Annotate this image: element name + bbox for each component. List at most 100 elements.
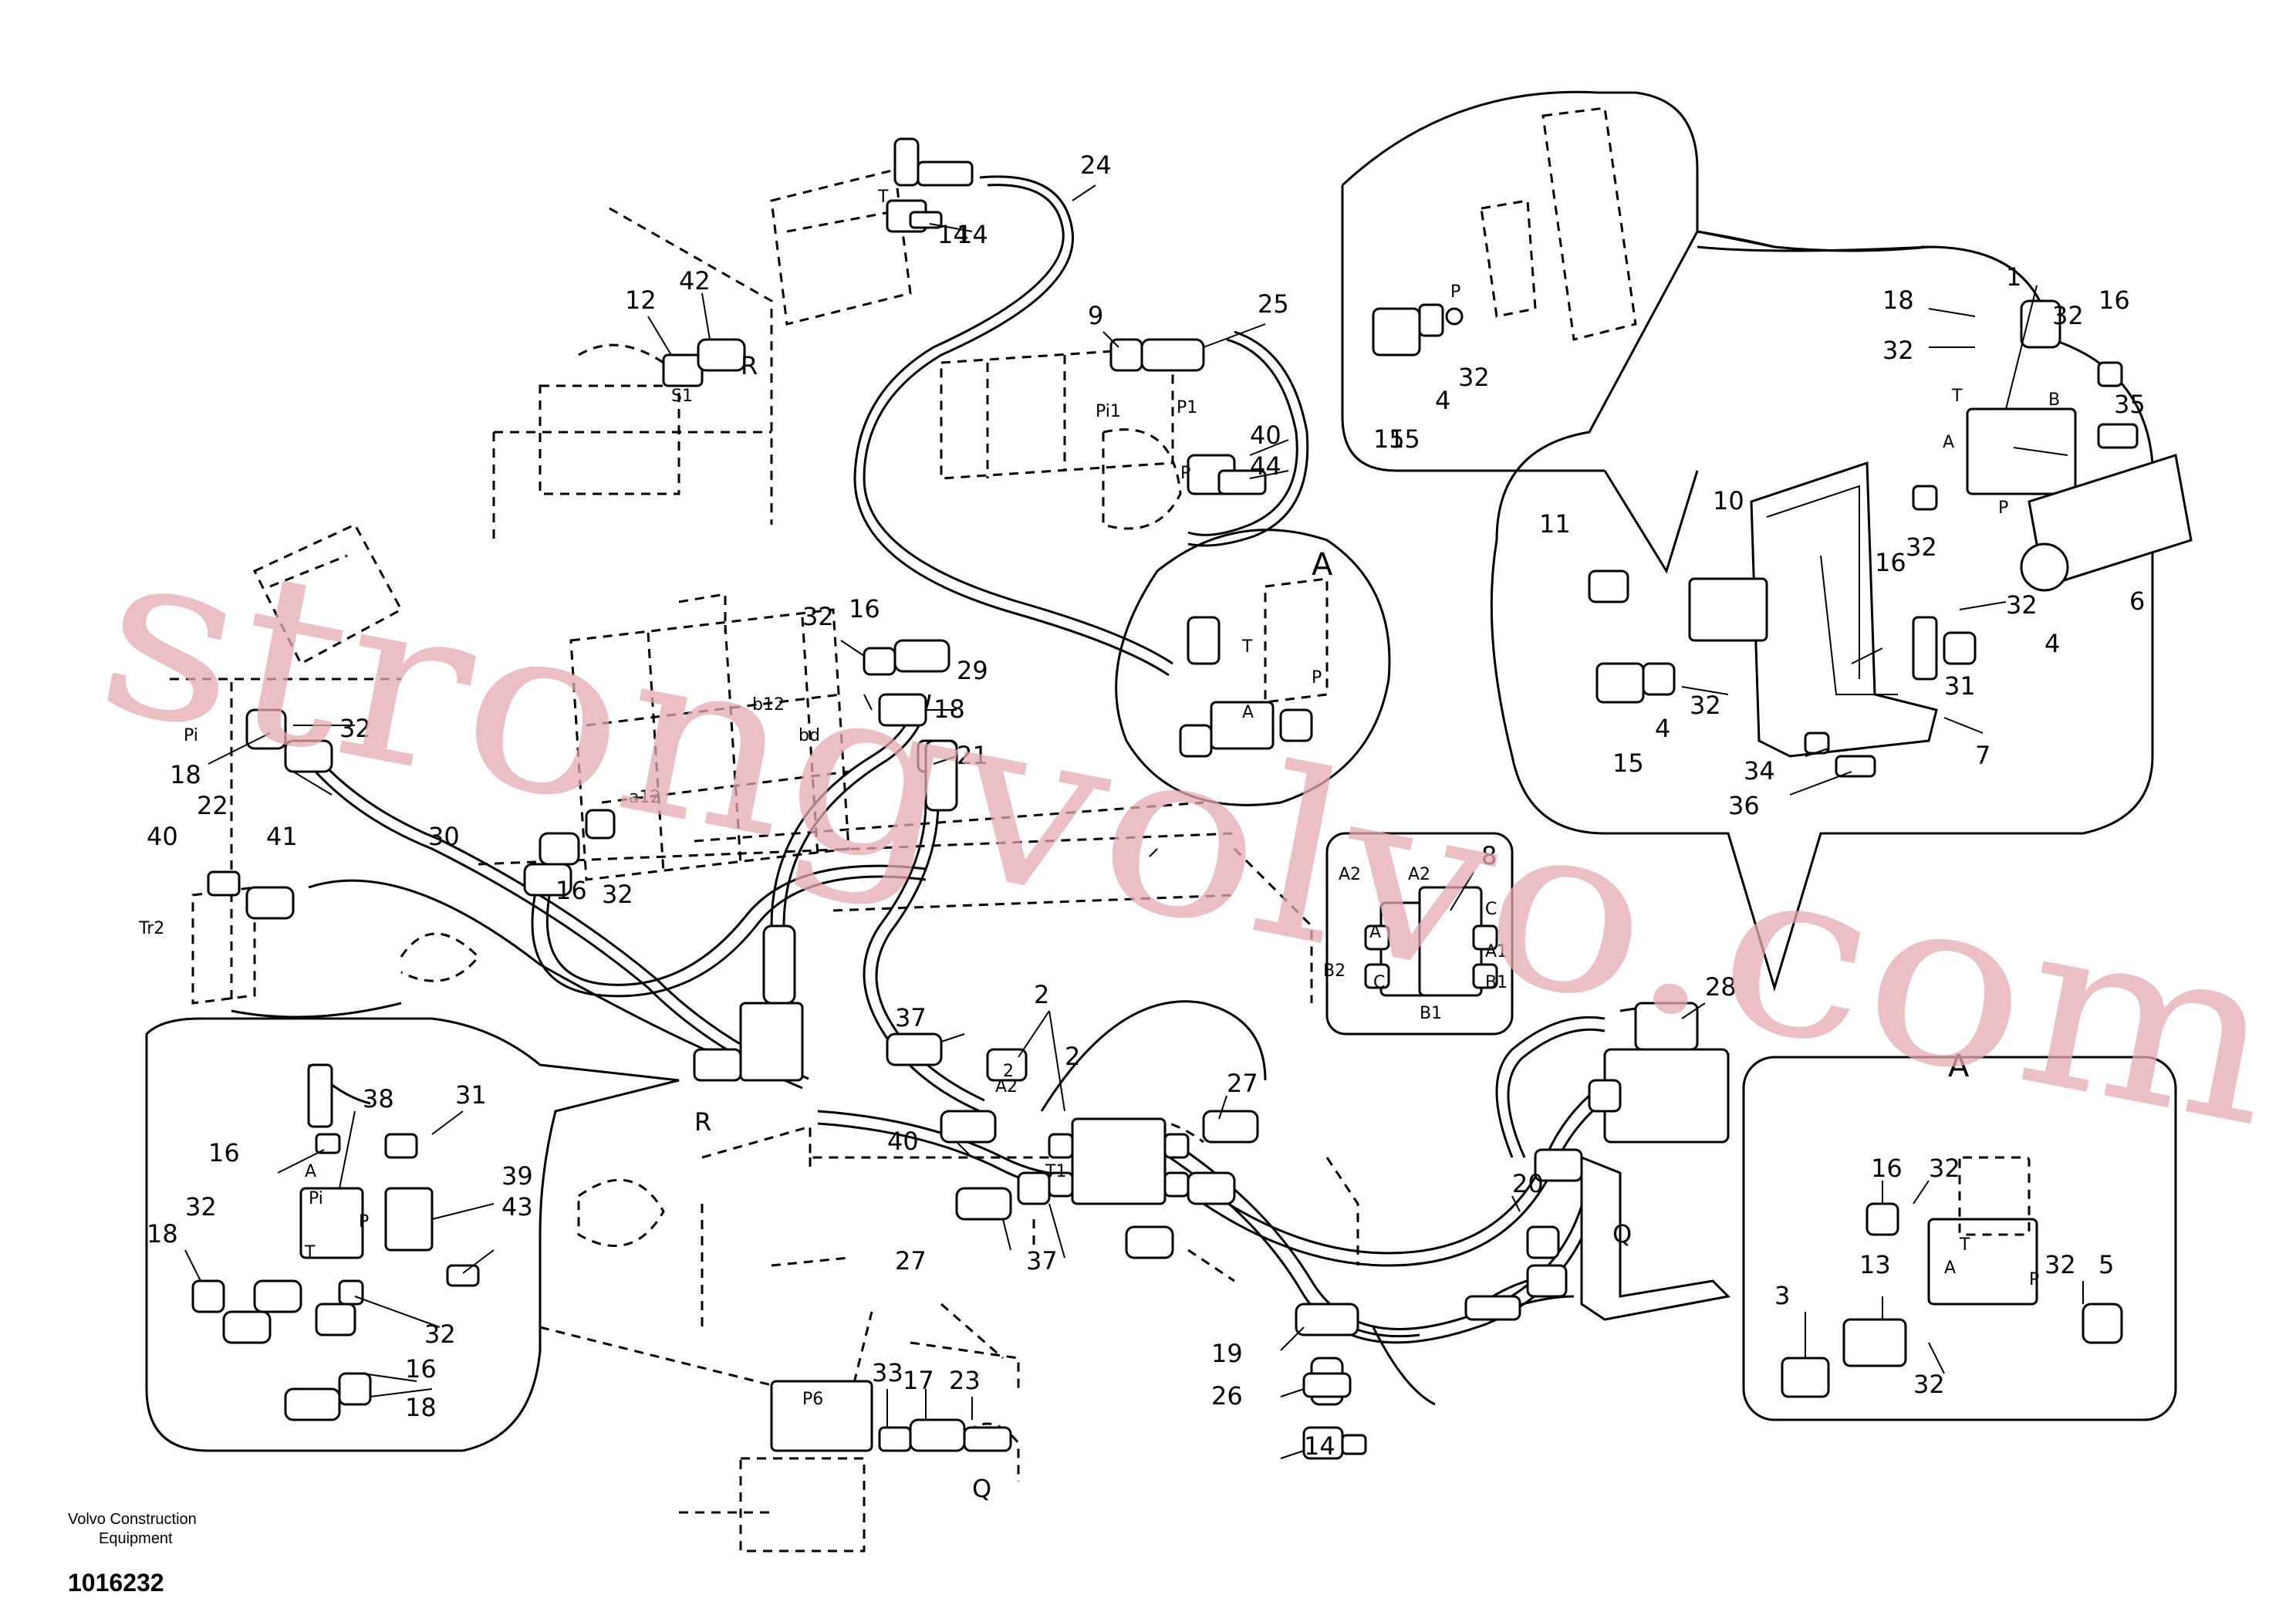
- part-label-44: 44: [1250, 451, 1281, 481]
- svg-text:A: A: [305, 1162, 316, 1181]
- svg-text:18: 18: [170, 760, 201, 789]
- part-label-35: 35: [2114, 390, 2146, 419]
- svg-text:B2: B2: [1323, 961, 1346, 981]
- svg-text:b12: b12: [752, 695, 785, 715]
- svg-text:32: 32: [2006, 590, 2038, 620]
- part-label-38: 38: [363, 1084, 394, 1113]
- svg-text:18: 18: [147, 1219, 178, 1249]
- part-number-labels: 1 2 3 4 5 6 7 8 9 10 11 12 13 14 15 16 1…: [147, 150, 2146, 1461]
- svg-text:18: 18: [934, 694, 965, 724]
- svg-text:P: P: [2029, 1270, 2039, 1289]
- svg-text:T: T: [877, 188, 889, 207]
- svg-text:32: 32: [802, 602, 834, 631]
- svg-text:T1: T1: [1045, 1162, 1066, 1181]
- svg-text:Q: Q: [1612, 1219, 1632, 1249]
- svg-text:40: 40: [887, 1127, 919, 1156]
- svg-text:16: 16: [2098, 286, 2130, 315]
- part-label-14: 14: [957, 220, 988, 249]
- part-label-6: 6: [2129, 586, 2145, 616]
- part-label-13: 13: [1859, 1250, 1891, 1279]
- svg-text:A: A: [1242, 703, 1254, 722]
- svg-text:32: 32: [424, 1320, 456, 1349]
- detail-A-circle: [1115, 529, 1391, 806]
- svg-text:16: 16: [1871, 1154, 1903, 1183]
- svg-text:32: 32: [1882, 336, 1914, 365]
- svg-text:P: P: [1180, 464, 1190, 483]
- part-label-20: 20: [1512, 1169, 1544, 1198]
- svg-text:T: T: [1959, 1235, 1970, 1255]
- svg-text:40: 40: [147, 822, 178, 851]
- svg-text:R: R: [741, 351, 758, 380]
- svg-text:15: 15: [1612, 748, 1644, 778]
- svg-text:27: 27: [895, 1246, 927, 1276]
- svg-text:14: 14: [937, 220, 969, 249]
- svg-text:B1: B1: [1485, 973, 1508, 992]
- part-label-42: 42: [679, 266, 711, 296]
- svg-text:A: A: [1944, 1259, 1956, 1278]
- part-label-3: 3: [1774, 1281, 1790, 1310]
- part-label-15: 15: [1373, 424, 1405, 454]
- callout-bubble-top: [1341, 90, 1699, 574]
- svg-text:16: 16: [208, 1138, 240, 1168]
- svg-text:C: C: [1485, 900, 1497, 919]
- svg-text:A2: A2: [995, 1077, 1018, 1097]
- svg-text:4: 4: [2044, 629, 2060, 658]
- svg-text:14: 14: [1304, 1431, 1335, 1461]
- part-label-5: 5: [2098, 1250, 2114, 1279]
- svg-text:32: 32: [1929, 1154, 1960, 1183]
- part-label-36: 36: [1728, 791, 1760, 820]
- part-label-1: 1: [2006, 262, 2021, 292]
- svg-text:32: 32: [2052, 301, 2084, 330]
- svg-text:37: 37: [1026, 1246, 1058, 1276]
- part-label-12: 12: [625, 286, 657, 315]
- svg-text:32: 32: [1690, 691, 1721, 720]
- svg-text:a12: a12: [629, 788, 660, 807]
- svg-text:2: 2: [1065, 1042, 1080, 1071]
- part-label-33: 33: [872, 1358, 903, 1387]
- svg-text:A: A: [1943, 433, 1954, 452]
- svg-text:P: P: [1312, 668, 1322, 688]
- svg-text:32: 32: [1913, 1370, 1945, 1399]
- control-valve-block: [191, 593, 850, 1005]
- part-label-37: 37: [895, 1003, 927, 1032]
- port-labels: R S1 T Pi1 P1 P A T A P Pi Tr2 b12 bd a1…: [138, 188, 2060, 1503]
- part-label-41: 41: [266, 822, 298, 851]
- part-label-22: 22: [197, 791, 228, 820]
- svg-text:C: C: [1373, 973, 1385, 992]
- part-label-32: 32: [339, 714, 371, 743]
- part-label-23: 23: [949, 1366, 981, 1395]
- part-label-17: 17: [903, 1366, 934, 1395]
- part-label-16: 16: [849, 594, 880, 623]
- part-label-9: 9: [1088, 301, 1103, 330]
- part-label-19: 19: [1211, 1339, 1243, 1368]
- svg-text:T: T: [1951, 387, 1963, 406]
- detail-8-box: [1325, 832, 1514, 1036]
- part-label-18: 18: [1882, 286, 1914, 315]
- svg-text:Tr2: Tr2: [138, 919, 164, 938]
- svg-text:A2: A2: [1339, 865, 1361, 884]
- svg-text:A2: A2: [1408, 865, 1430, 884]
- part-label-31: 31: [1944, 671, 1976, 701]
- svg-text:T: T: [1241, 637, 1253, 657]
- svg-text:S1: S1: [671, 387, 693, 406]
- part-label-30: 30: [428, 822, 460, 851]
- svg-text:18: 18: [405, 1393, 437, 1422]
- svg-text:bd: bd: [799, 726, 820, 745]
- part-label-7: 7: [1975, 741, 1990, 770]
- svg-text:32: 32: [185, 1192, 217, 1222]
- doc-number: 1016232: [68, 1569, 164, 1597]
- callout-bubble-left: [145, 1017, 680, 1452]
- credit-line-1: Volvo Construction: [68, 1511, 197, 1528]
- svg-text:15: 15: [1389, 424, 1420, 454]
- part-label-28: 28: [1705, 972, 1737, 1002]
- svg-text:P: P: [1450, 282, 1460, 302]
- part-label-10: 10: [1713, 486, 1744, 515]
- part-label-27: 27: [1227, 1069, 1258, 1098]
- part-label-40: 40: [1250, 421, 1281, 450]
- part-label-34: 34: [1744, 756, 1775, 786]
- part-label-8: 8: [1481, 841, 1497, 870]
- part-label-26: 26: [1211, 1381, 1243, 1411]
- svg-text:P: P: [359, 1212, 369, 1232]
- svg-text:16: 16: [405, 1354, 437, 1384]
- svg-text:P: P: [1998, 498, 2008, 518]
